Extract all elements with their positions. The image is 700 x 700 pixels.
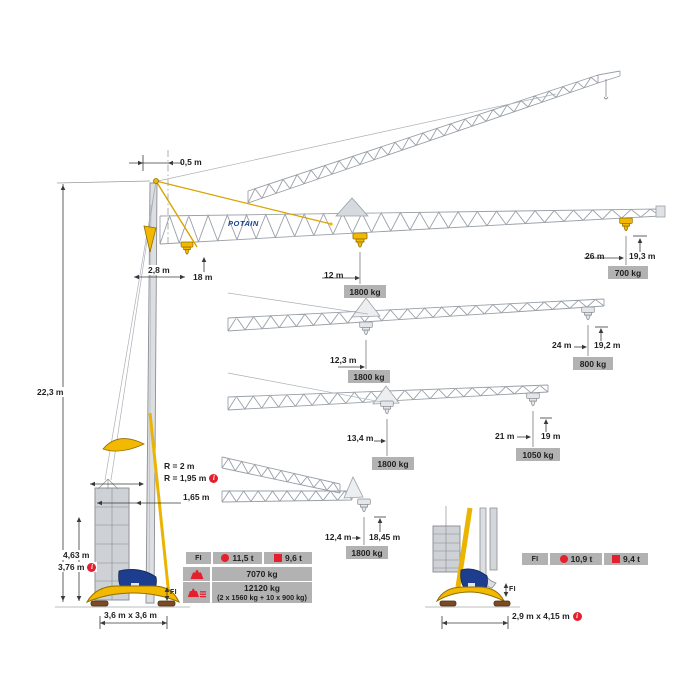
cfg3-tip-radius: 21 m xyxy=(495,431,515,441)
cfg3-near-radius: 13,4 m xyxy=(347,433,374,443)
ballast-weight-icon-cell xyxy=(183,582,210,603)
tip-capacity-icon xyxy=(273,554,282,562)
trolley-hook xyxy=(359,321,373,336)
cfg1-tip-load-badge: 700 kg xyxy=(608,266,648,279)
cfg3-tip-load-badge: 1050 kg xyxy=(516,448,560,461)
trolley-hook xyxy=(180,241,194,255)
trolley-hook xyxy=(352,232,368,248)
dim-tail: 1,65 m xyxy=(183,492,210,502)
dim-total-height: 22,3 m xyxy=(36,387,65,397)
transport-weight-cell: 7070 kg xyxy=(212,567,312,581)
weight-list-icon xyxy=(187,588,206,598)
total-ballast-value: 12120 kg xyxy=(244,582,280,593)
cfg2-near-radius: 12,3 m xyxy=(330,355,357,365)
tip-capacity-value: 9,4 t xyxy=(622,554,640,564)
cfg4-near-radius: 12,4 m xyxy=(325,532,352,542)
cfg1-tip-radius: 26 m xyxy=(585,251,605,261)
transport-weight-icon-cell xyxy=(183,567,210,581)
dim-radius-b-text: R = 1,95 m xyxy=(164,473,207,483)
main-crane xyxy=(55,178,333,608)
dim-footprint-transport-text: 2,9 m x 4,15 m xyxy=(512,611,570,621)
dim-footprint-transport: 2,9 m x 4,15 m xyxy=(512,611,582,621)
trolley-hook xyxy=(526,392,540,407)
spec-table-transport: FI 10,9 t 9,4 t xyxy=(522,553,648,565)
info-icon xyxy=(87,562,97,572)
ballast-detail-value: (2 x 1560 kg + 10 x 900 kg) xyxy=(217,592,307,602)
cfg1-near-load-badge: 1800 kg xyxy=(344,285,386,298)
dim-hook-height: 18 m xyxy=(193,272,213,282)
cfg4-near-load-badge: 1800 kg xyxy=(346,546,388,559)
dim-ballast-b-text: 3,76 m xyxy=(58,562,85,572)
dim-footprint-main: 3,6 m x 3,6 m xyxy=(104,610,157,620)
spec-main-fi-cell: FI xyxy=(186,552,211,564)
trolley-hook xyxy=(380,400,394,415)
cfg4-near-height: 18,45 m xyxy=(369,532,401,542)
max-capacity-icon xyxy=(221,554,230,562)
cfg3-tip-height: 19 m xyxy=(541,431,561,441)
cfg1-tip-height: 19,3 m xyxy=(629,251,656,261)
cfg2-near-load-badge: 1800 kg xyxy=(348,370,390,383)
dim-radius-b: R = 1,95 m xyxy=(164,473,219,483)
info-icon xyxy=(209,473,219,483)
force-label-transport: FI xyxy=(509,586,516,593)
max-capacity-value: 10,9 t xyxy=(570,554,593,564)
cfg2-tip-height: 19,2 m xyxy=(594,340,621,350)
tip-capacity-icon xyxy=(611,555,620,563)
potain-logo: POTAIN xyxy=(228,219,259,228)
cfg1-near-radius: 12 m xyxy=(324,270,344,280)
trolley-hook xyxy=(619,217,633,232)
spec-transport-fi-cell: FI xyxy=(522,553,548,565)
dim-ballast-b: 3,76 m xyxy=(57,562,98,572)
transport-crane xyxy=(425,506,520,608)
cfg2-tip-load-badge: 800 kg xyxy=(573,357,613,370)
dim-radius-a: R = 2 m xyxy=(164,461,195,471)
weight-icon xyxy=(190,569,203,579)
info-icon xyxy=(572,611,582,621)
dim-jib-offset: 0,5 m xyxy=(180,157,202,167)
jib-configurations xyxy=(157,70,666,513)
spec-main-max-capacity-cell: 11,5 t xyxy=(213,552,262,564)
dim-hook-offset: 2,8 m xyxy=(147,265,171,275)
max-capacity-value: 11,5 t xyxy=(232,553,254,563)
dim-ballast-a: 4,63 m xyxy=(62,550,91,560)
cfg2-tip-radius: 24 m xyxy=(552,340,572,350)
max-capacity-icon xyxy=(559,555,568,563)
spec-table-main-header: FI 11,5 t 9,6 t xyxy=(186,552,312,564)
cfg3-near-load-badge: 1800 kg xyxy=(372,457,414,470)
tip-capacity-value: 9,6 t xyxy=(284,553,302,563)
spec-table-main-weight-row: 7070 kg xyxy=(183,567,312,581)
spec-main-tip-capacity-cell: 9,6 t xyxy=(264,552,312,564)
ballast-weight-cell: 12120 kg (2 x 1560 kg + 10 x 900 kg) xyxy=(212,582,312,603)
spec-table-main-ballast-row: 12120 kg (2 x 1560 kg + 10 x 900 kg) xyxy=(183,582,312,603)
trolley-hook xyxy=(581,306,595,321)
dimension-lines xyxy=(56,150,647,629)
spec-transport-tip-capacity-cell: 9,4 t xyxy=(604,553,648,565)
spec-transport-max-capacity-cell: 10,9 t xyxy=(550,553,602,565)
trolley-hook xyxy=(357,498,371,513)
force-label-main: FI xyxy=(170,589,177,596)
